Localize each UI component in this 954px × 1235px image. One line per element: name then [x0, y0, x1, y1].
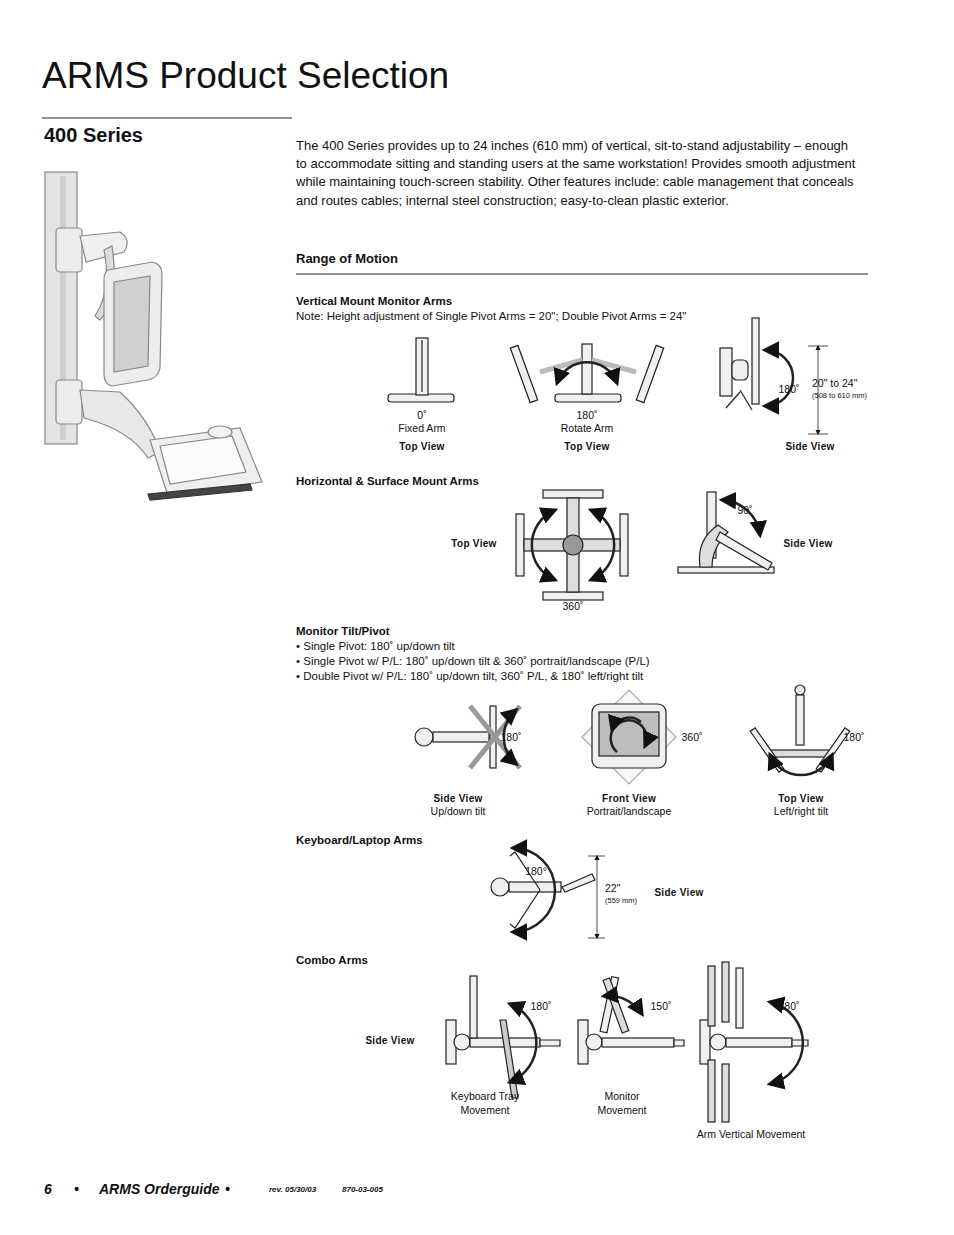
angle-label: 180˚ — [843, 731, 864, 745]
angle-label: 90˚ — [737, 504, 752, 518]
footer-title: ARMS Orderguide — [99, 1180, 220, 1198]
caption: Portrait/landscape — [587, 805, 672, 819]
product-photo — [45, 172, 262, 500]
angle-label: 180˚ — [778, 1000, 799, 1014]
page-number: 6 — [44, 1180, 52, 1198]
angle-label: 180˚ — [500, 731, 521, 745]
angle-label: 360˚ — [681, 731, 702, 745]
view-label: Side View — [654, 886, 703, 899]
caption: Keyboard Tray Movement — [440, 1090, 530, 1117]
caption: Left/right tilt — [774, 805, 828, 819]
angle-label: 0˚ — [417, 409, 426, 423]
view-label: Front View — [602, 792, 656, 805]
view-label: Side View — [785, 440, 834, 453]
section-heading: Range of Motion — [296, 251, 398, 268]
dimension: 20" to 24" — [812, 377, 857, 391]
view-label: Side View — [433, 792, 482, 805]
caption: Rotate Arm — [561, 422, 614, 436]
subheading: Monitor Tilt/Pivot — [296, 624, 390, 639]
view-label: Top View — [451, 537, 496, 550]
angle-label: 180˚ — [530, 1000, 551, 1014]
subheading: Keyboard/Laptop Arms — [296, 833, 423, 848]
dimension: (508 to 610 mm) — [812, 391, 867, 401]
separator: • — [225, 1180, 230, 1198]
caption: Monitor Movement — [587, 1090, 657, 1117]
separator: • — [74, 1180, 79, 1198]
revision: rev. 05/30/03 — [269, 1185, 316, 1195]
angle-label: 180˚ — [778, 383, 799, 397]
bullet-item: • Single Pivot w/ P/L: 180˚ up/down tilt… — [296, 654, 650, 669]
description: The 400 Series provides up to 24 inches … — [296, 137, 861, 210]
angle-label: 150˚ — [650, 1000, 671, 1014]
part-number: 870-03-005 — [342, 1185, 383, 1195]
dimension: (559 mm) — [605, 896, 637, 906]
bullet-item: • Double Pivot w/ P/L: 180˚ up/down tilt… — [296, 669, 643, 684]
caption: Arm Vertical Movement — [697, 1128, 806, 1142]
view-label: Top View — [399, 440, 444, 453]
page-title: ARMS Product Selection — [42, 56, 449, 97]
caption: Up/down tilt — [431, 805, 486, 819]
caption: Fixed Arm — [398, 422, 445, 436]
angle-label: 360˚ — [562, 600, 583, 614]
dimension: 22" — [605, 882, 620, 896]
view-label: Top View — [778, 792, 823, 805]
subheading: Horizontal & Surface Mount Arms — [296, 474, 479, 489]
view-label: Side View — [365, 1034, 414, 1047]
subheading: Vertical Mount Monitor Arms — [296, 294, 452, 309]
angle-label: 180° — [525, 865, 547, 879]
bullet-item: • Single Pivot: 180˚ up/down tilt — [296, 639, 455, 654]
note: Note: Height adjustment of Single Pivot … — [296, 309, 686, 324]
angle-label: 180˚ — [576, 409, 597, 423]
view-label: Top View — [564, 440, 609, 453]
series-heading: 400 Series — [44, 122, 143, 148]
subheading: Combo Arms — [296, 953, 368, 968]
view-label: Side View — [783, 537, 832, 550]
